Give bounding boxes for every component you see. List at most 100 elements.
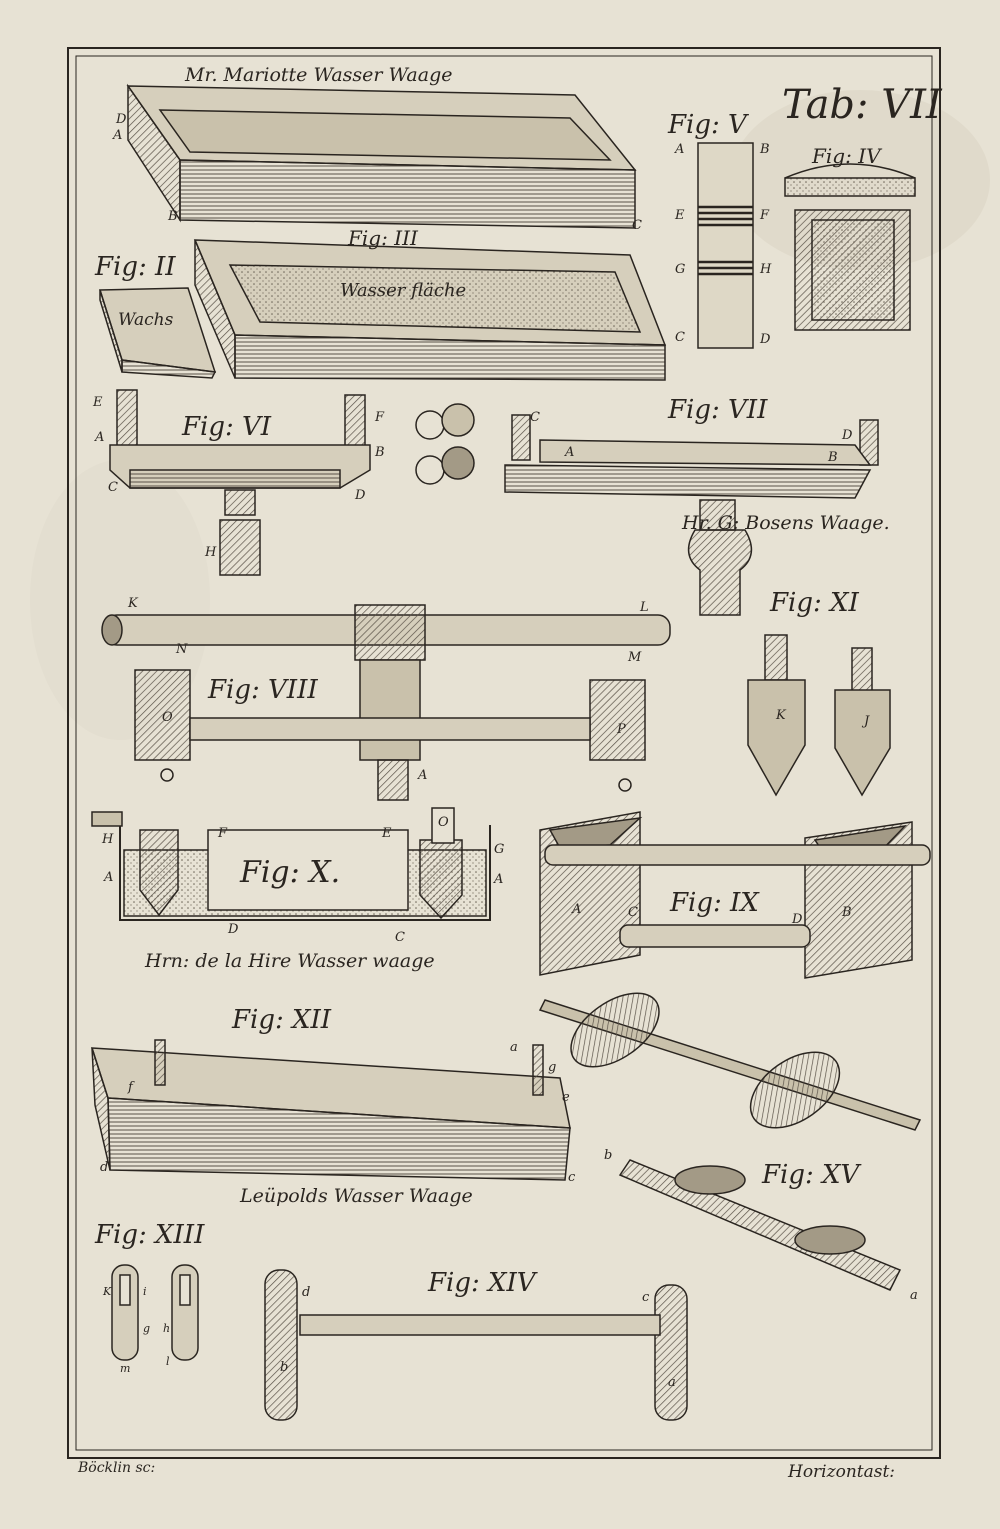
fig9-float-boxes-drawing [539, 811, 931, 979]
fig9-letter-a: A [572, 902, 582, 917]
fig6-label: Fig: VI [182, 412, 272, 442]
fig5-label: Fig: V [668, 110, 747, 140]
fig5-letter-a: A [675, 142, 685, 157]
fig5-letter-d: D [760, 332, 771, 347]
fig3-water-trough-drawing [193, 239, 667, 381]
fig13-letter-i: i [143, 1285, 147, 1298]
catchword: Horizontast: [788, 1462, 896, 1482]
fig8-letter-m: M [628, 650, 642, 665]
plate-border [67, 47, 941, 1459]
fig10-letter-a-right: A [494, 872, 504, 887]
fig12-letter-a: a [510, 1040, 518, 1055]
fig11-plumb-floats-drawing [747, 634, 891, 797]
fig6-letter-h: H [205, 545, 217, 560]
fig8-letter-o: O [162, 710, 173, 725]
fig13-letter-g: g [143, 1322, 151, 1335]
fig12-leupold-level-drawing [90, 1039, 571, 1181]
fig10-la-hire-level-drawing [91, 807, 491, 921]
fig12-label: Fig: XII [232, 1005, 332, 1035]
fig6-letter-b: B [375, 445, 385, 460]
fig15-letter-a: a [910, 1288, 918, 1303]
fig4-box-drawing [784, 163, 916, 331]
table-label: Tab: VII [782, 82, 942, 128]
fig7-letter-a: A [565, 445, 575, 460]
fig15-axle-drawing [538, 992, 922, 1291]
fig9-letter-b: B [842, 905, 852, 920]
fig6-letter-a: A [95, 430, 105, 445]
fig12-letter-f: f [128, 1080, 133, 1095]
fig7-letter-d: D [842, 428, 853, 443]
fig10-letter-o: O [438, 815, 449, 830]
fig11-letter-j: J [864, 714, 870, 729]
fig14-sight-bar-drawing [264, 1269, 688, 1421]
fig8-letter-n: N [176, 642, 188, 657]
fig10-letter-a-left: A [104, 870, 114, 885]
fig10-label: Fig: X. [240, 855, 341, 890]
fig8-letter-p: P [617, 722, 626, 737]
caption-leupold: Leüpolds Wasser Waage [240, 1185, 473, 1207]
fig8-letter-l: L [640, 600, 649, 615]
caption-la-hire: Hrn: de la Hire Wasser waage [145, 950, 435, 972]
fig14-letter-a: a [668, 1375, 676, 1390]
fig2-wax-wedge-drawing [98, 287, 217, 379]
wasser-flache-label: Wasser fläche [340, 280, 467, 301]
fig14-letter-c: c [642, 1290, 650, 1305]
fig8-telescope-level-drawing [101, 604, 671, 801]
fig10-letter-e: E [382, 826, 392, 841]
caption-mariotte: Mr. Mariotte Wasser Waage [185, 64, 453, 86]
fig14-letter-d: d [302, 1285, 311, 1300]
fig7-bose-level-drawing [504, 414, 879, 616]
fig2-label: Fig: II [95, 252, 176, 282]
fig5-letter-b: B [760, 142, 770, 157]
fig6-letter-e: E [93, 395, 103, 410]
fig15-letter-b: b [604, 1148, 613, 1163]
fig1-letter-b: B [168, 209, 178, 224]
fig13-letter-m: m [120, 1362, 131, 1375]
fig10-letter-g: G [494, 842, 505, 857]
fig13-sights-drawing [111, 1264, 199, 1361]
fig5-letter-c: C [675, 330, 685, 345]
fig15-label: Fig: XV [762, 1160, 860, 1190]
fig3-label: Fig: III [348, 226, 418, 250]
fig8-letter-a: A [418, 768, 428, 783]
fig4-label: Fig: IV [812, 144, 881, 168]
wachs-label: Wachs [118, 310, 174, 330]
fig5-letter-f: F [760, 208, 770, 223]
fig10-letter-d: D [228, 922, 239, 937]
fig5-letter-h: H [760, 262, 772, 277]
fig1-letter-d: D [116, 112, 127, 127]
engraver-signature: Böcklin sc: [78, 1460, 156, 1476]
fig10-letter-h: H [102, 832, 114, 847]
fig1-letter-a: A [113, 128, 123, 143]
fig9-letter-c: C [628, 905, 638, 920]
fig13-letter-h: h [163, 1322, 171, 1335]
fig7-letter-c: C [530, 410, 540, 425]
fig12-letter-d: d [100, 1160, 109, 1175]
fig13-label: Fig: XIII [95, 1220, 205, 1250]
fig5-letter-g: G [675, 262, 686, 277]
fig9-letter-d: D [792, 912, 803, 927]
fig9-label: Fig: IX [670, 888, 759, 918]
fig12-letter-c: c [568, 1170, 576, 1185]
fig11-letter-k: K [776, 708, 786, 723]
fig6-u-tube-level-drawing [109, 389, 475, 576]
fig8-letter-k: K [128, 596, 138, 611]
fig6-letter-d: D [355, 488, 366, 503]
fig1-mariotte-level-drawing [126, 83, 637, 229]
fig11-label: Fig: XI [770, 588, 859, 618]
fig13-letter-k: K [103, 1285, 112, 1298]
fig7-label: Fig: VII [668, 395, 768, 425]
fig6-letter-c: C [108, 480, 118, 495]
fig12-letter-e: e [562, 1090, 570, 1105]
fig14-letter-b: b [280, 1360, 289, 1375]
fig8-label: Fig: VIII [208, 675, 318, 705]
caption-bosen: Hr. G: Bosens Waage. [682, 512, 890, 534]
fig7-letter-b: B [828, 450, 838, 465]
fig12-letter-g: g [548, 1060, 557, 1075]
fig10-letter-f: F [218, 826, 228, 841]
fig5-letter-e: E [675, 208, 685, 223]
fig6-letter-f: F [375, 410, 385, 425]
fig5-glass-tube-drawing [697, 142, 754, 349]
fig14-label: Fig: XIV [428, 1268, 536, 1298]
